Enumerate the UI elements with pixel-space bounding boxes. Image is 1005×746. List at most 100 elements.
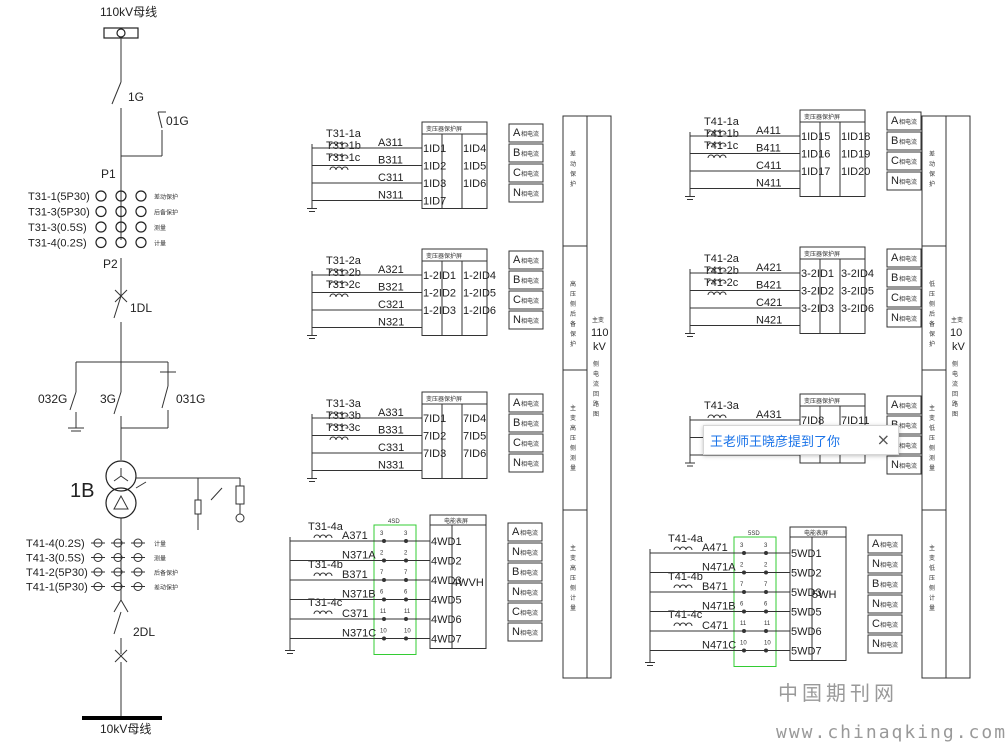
terminal-label: 1ID4: [463, 143, 486, 155]
output-phase: A: [891, 252, 899, 264]
ct-coil: [329, 436, 349, 441]
output-phase: N: [891, 175, 899, 187]
output-label: 相电流: [899, 178, 917, 186]
terminal-label: 7ID8: [801, 415, 824, 427]
hv-panel: T31-1aT31-1bT31-1cA311B311C311N311变压器保护屏…: [285, 115, 612, 679]
terminal-dot: [764, 551, 768, 555]
terminal-label: 1-2ID2: [423, 288, 456, 300]
ct-ring: [115, 221, 127, 233]
wire-label: A331: [378, 407, 404, 419]
title-unit: kV: [952, 341, 966, 353]
terminal-label: 1ID1: [423, 143, 446, 155]
terminal-dot: [764, 648, 768, 653]
svg-text:侧: 侧: [929, 300, 935, 308]
terminal-label: 1ID17: [801, 166, 830, 178]
output-box: [507, 562, 543, 582]
wire-label: N471B: [702, 601, 736, 613]
terminal-label: 1-2ID3: [423, 305, 456, 317]
terminal-dot: [742, 648, 746, 653]
terminal-label: 7ID3: [423, 448, 446, 460]
transformer-1b: [105, 460, 147, 519]
svg-text:动: 动: [570, 161, 576, 168]
output-phase: N: [872, 558, 880, 570]
svg-text:侧: 侧: [929, 444, 935, 452]
ct-coil: [707, 130, 727, 135]
function-label: 差动保护: [570, 150, 576, 188]
output-label: 相电流: [520, 589, 538, 597]
terminal-label: 1-2ID1: [423, 270, 456, 282]
terminal-label: 4WD7: [431, 634, 462, 646]
svg-text:护: 护: [929, 340, 935, 348]
ct-secondary-label: T31-1b: [326, 140, 361, 152]
output-label: 相电流: [521, 440, 539, 448]
ct-coil: [313, 534, 333, 539]
svg-text:变: 变: [570, 554, 576, 562]
terminal-label: 1ID20: [841, 166, 870, 178]
panel-box-title: 变压器保护屏: [804, 250, 840, 258]
output-label: 相电流: [899, 138, 917, 146]
output-phase: B: [513, 147, 520, 159]
output-phase: B: [513, 274, 520, 286]
output-box: [886, 151, 922, 171]
sw3g-label: 3G: [100, 392, 116, 406]
output-box: [508, 290, 544, 310]
svg-text:测: 测: [570, 454, 576, 462]
wire-label: C331: [378, 442, 404, 454]
wire-label: N421: [756, 315, 782, 327]
ct-coil: [707, 154, 727, 159]
disconnector-3g: [113, 391, 122, 415]
output-phase: C: [513, 437, 521, 449]
output-box: [507, 622, 543, 642]
transformer-label: 1B: [70, 480, 94, 502]
output-label: 相电流: [520, 529, 538, 537]
mention-notification[interactable]: 王老师王晓彦提到了你 ×: [703, 425, 899, 455]
terminal-dot: [764, 590, 768, 594]
ct-secondary-label: T41-2a: [704, 253, 740, 265]
ct-circuit-group: T31-2aT31-2bT31-2cA321B321C321N321变压器保护屏…: [307, 248, 544, 339]
terminal-dot: [404, 578, 408, 582]
ct-coil: [329, 281, 349, 286]
output-box: [508, 433, 544, 453]
svg-text:电: 电: [593, 370, 599, 378]
ct-ring: [115, 205, 127, 218]
ct-ring: [115, 190, 127, 202]
function-col-box: [921, 115, 947, 679]
title-voltage: 110: [591, 327, 609, 339]
sd-number: 11: [380, 609, 387, 615]
svg-text:高: 高: [570, 424, 576, 432]
mention-text[interactable]: 王老师王晓彦提到了你: [710, 434, 841, 450]
disconnector-1g: [111, 81, 122, 105]
protection-panel-box: [421, 248, 488, 336]
protection-panel-box: [421, 121, 488, 209]
ct-secondary-label: T31-2a: [326, 255, 362, 267]
svg-text:主: 主: [929, 404, 935, 412]
sd-number: 3: [380, 531, 384, 537]
svg-text:护: 护: [929, 180, 935, 188]
terminal-label: 1ID7: [423, 196, 446, 208]
svg-text:电: 电: [952, 370, 958, 378]
svg-text:差: 差: [929, 150, 935, 158]
svg-text:压: 压: [929, 575, 935, 582]
wire-label: N471C: [702, 640, 736, 652]
output-phase: N: [513, 457, 521, 469]
ct-ring: [115, 236, 127, 249]
output-box: [507, 522, 543, 542]
output-label: 相电流: [899, 158, 917, 166]
ct-secondary-label: T41-3a: [704, 400, 740, 412]
svg-text:路: 路: [952, 400, 958, 408]
close-icon[interactable]: ×: [876, 430, 890, 449]
wire-label: N411: [756, 178, 781, 190]
p1-label: P1: [101, 167, 116, 181]
terminal-dot: [404, 597, 408, 602]
test-terminal-label: 4SD: [388, 519, 400, 525]
wire-label: A411: [756, 125, 781, 137]
output-label: 相电流: [520, 569, 538, 577]
output-label: 相电流: [521, 317, 539, 325]
svg-text:侧: 侧: [570, 584, 576, 592]
sd-number: 3: [404, 531, 408, 537]
title-voltage: 10: [950, 327, 962, 339]
svg-text:图: 图: [952, 411, 958, 418]
output-label: 相电流: [899, 275, 917, 283]
terminal-label: 1ID19: [841, 149, 870, 161]
